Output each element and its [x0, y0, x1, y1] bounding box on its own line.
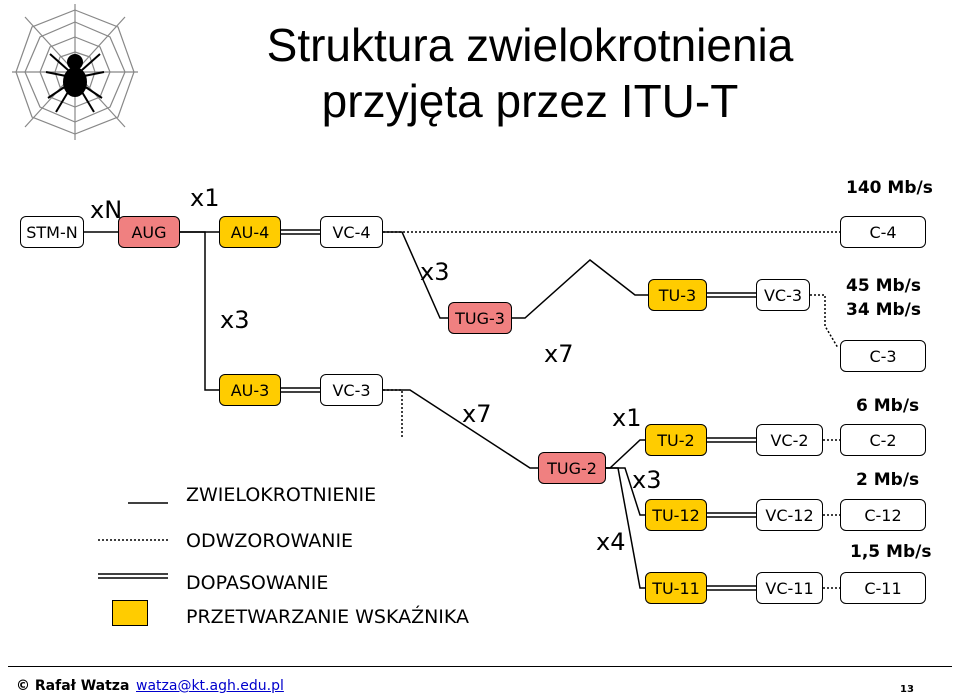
- legend-pointer-processing: PRZETWARZANIE WSKAŹNIKA: [186, 606, 470, 628]
- footer-email-link[interactable]: watza@kt.agh.edu.pl: [136, 678, 284, 694]
- vc2-box: VC-2: [756, 424, 823, 456]
- tu3-box: TU-3: [648, 279, 707, 311]
- tu12-box: TU-12: [645, 499, 707, 531]
- c4-box: C-4: [840, 216, 926, 248]
- rate-140: 140 Mb/s: [846, 178, 933, 198]
- vc3-box-upper: VC-3: [756, 279, 810, 311]
- tug3-box: TUG-3: [448, 302, 512, 334]
- title-line-1: Struktura zwielokrotnienia: [266, 19, 794, 71]
- multiplier-x1-top: x1: [190, 184, 220, 212]
- au3-box: AU-3: [219, 374, 281, 406]
- spider-web-icon: [12, 4, 138, 140]
- tu11-box: TU-11: [645, 572, 707, 604]
- c11-box: C-11: [840, 572, 926, 604]
- legend-multiplexing: ZWIELOKROTNIENIE: [186, 484, 377, 506]
- stm-n-box: STM-N: [20, 216, 84, 248]
- vc12-box: VC-12: [756, 499, 823, 531]
- rate-34: 34 Mb/s: [846, 300, 921, 320]
- multiplier-x3-mid: x3: [632, 466, 662, 494]
- vc11-box: VC-11: [756, 572, 823, 604]
- c12-box: C-12: [840, 499, 926, 531]
- multiplier-x7-low: x7: [462, 400, 492, 428]
- multiplier-x4: x4: [596, 528, 626, 556]
- vc3-box-lower: VC-3: [320, 374, 383, 406]
- legend-pointer-swatch: [112, 600, 148, 626]
- legend-aligning: DOPASOWANIE: [186, 572, 329, 594]
- c3-box: C-3: [840, 340, 926, 372]
- aug-box: AUG: [118, 216, 180, 248]
- multiplier-x1-mid: x1: [612, 404, 642, 432]
- legend-mapping: ODWZOROWANIE: [186, 530, 354, 552]
- vc4-box: VC-4: [320, 216, 383, 248]
- multiplier-x3-left: x3: [220, 306, 250, 334]
- page-number: 13: [900, 684, 914, 695]
- multiplier-x3-top: x3: [420, 258, 450, 286]
- footer-author: © Rafał Watza: [16, 678, 130, 694]
- rate-1-5: 1,5 Mb/s: [850, 542, 932, 562]
- au4-box: AU-4: [219, 216, 281, 248]
- tug2-box: TUG-2: [538, 452, 606, 484]
- rate-45: 45 Mb/s: [846, 276, 921, 296]
- footer-divider: [8, 666, 952, 667]
- tu2-box: TU-2: [645, 424, 707, 456]
- rate-2: 2 Mb/s: [856, 470, 920, 490]
- c2-box: C-2: [840, 424, 926, 456]
- title-line-2: przyjęta przez ITU-T: [321, 75, 739, 127]
- multiplier-xn: xN: [90, 196, 123, 224]
- multiplier-x7-mid: x7: [544, 340, 574, 368]
- rate-6: 6 Mb/s: [856, 396, 920, 416]
